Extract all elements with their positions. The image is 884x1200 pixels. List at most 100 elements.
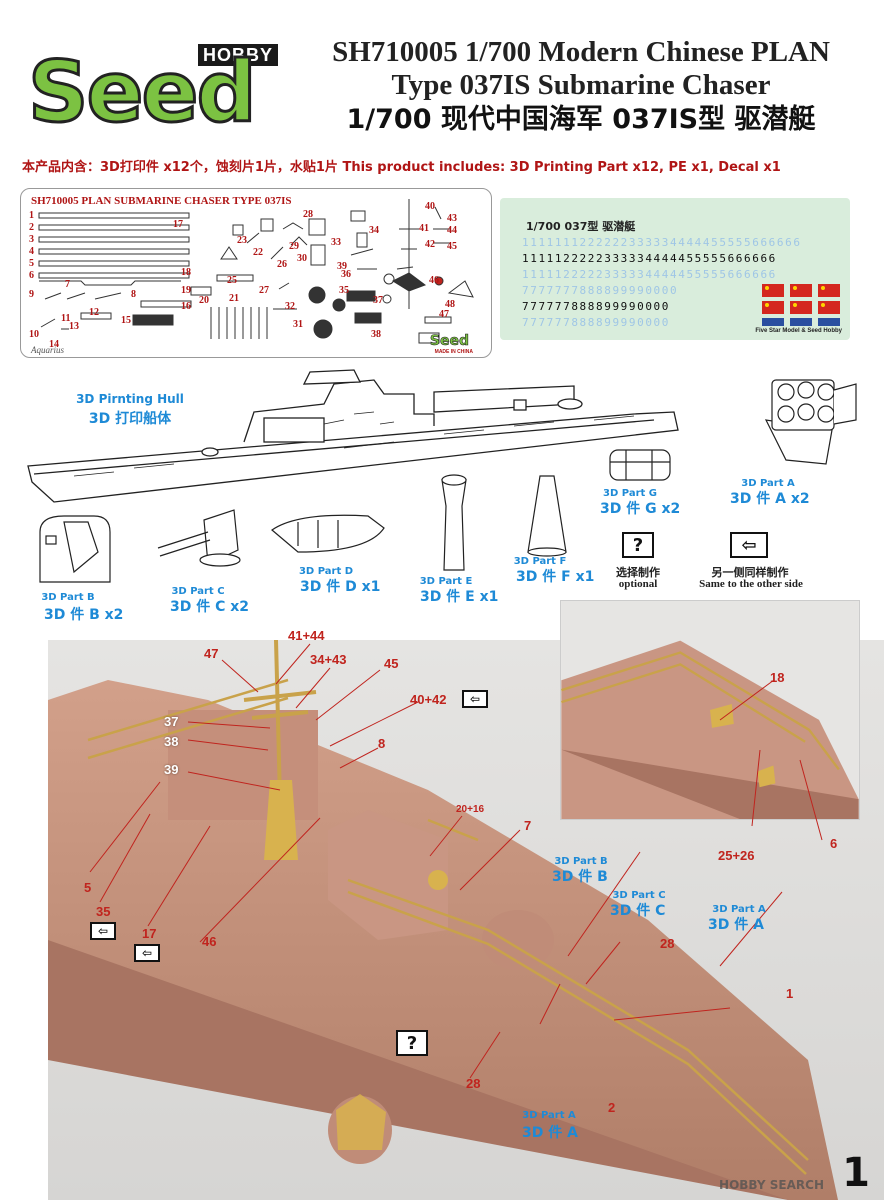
pe-number: 32: [285, 301, 295, 312]
part-f-count: x1: [575, 569, 595, 585]
callout-5: 5: [84, 880, 92, 895]
pe-number: 9: [29, 289, 34, 300]
part-f-label-en: 3D Part F: [513, 556, 567, 567]
photo-part-a2-zh: 3D 件 A: [522, 1125, 578, 1141]
optional-icon: ?: [396, 1030, 428, 1056]
decal-sheet: 1/700 037型 驱潜艇 1111111222222333334444455…: [500, 198, 850, 340]
hull-label-zh: 3D 打印船体: [88, 411, 172, 427]
logo-seed-wordmark: Seed: [27, 43, 259, 141]
part-b-drawing: [39, 515, 111, 583]
part-d-label-en: 3D Part D: [298, 566, 354, 577]
photo-part-a-zh: 3D 件 A: [708, 917, 764, 933]
pe-number: 43: [447, 213, 457, 224]
photo-part-a-en: 3D Part A: [712, 904, 766, 915]
part-c-count: x2: [230, 599, 250, 615]
pe-number: 41: [419, 223, 429, 234]
pe-number: 14: [49, 339, 59, 350]
part-b-label-zh: 3D 件 B x2: [44, 604, 123, 624]
pe-number: 3: [29, 234, 34, 245]
callout-28: 28: [466, 1076, 481, 1091]
pe-number: 28: [303, 209, 313, 220]
callout-38: 38: [164, 734, 179, 749]
callout-45: 45: [384, 656, 399, 671]
decal-row: 777777888899990000: [522, 300, 671, 313]
part-b-zh-text: 3D 件 B: [44, 607, 100, 623]
part-a-zh-text: 3D 件 A: [730, 491, 786, 507]
pe-number: 42: [425, 239, 435, 250]
part-g-count: x2: [661, 501, 681, 517]
optional-label-zh: 选择制作: [616, 567, 660, 579]
pe-number: 17: [173, 219, 183, 230]
pe-number: 23: [237, 235, 247, 246]
hull-drawing: [27, 369, 679, 503]
part-e-label-zh: 3D 件 E x1: [420, 586, 498, 606]
other-side-icon: ⇦: [462, 690, 488, 708]
decal-title: 1/700 037型 驱潜艇: [526, 220, 636, 233]
callout-25-26: 25+26: [718, 848, 755, 863]
pe-number: 36: [341, 269, 351, 280]
product-title-zh: 1/700 现代中国海军 037IS型 驱潜艇: [346, 104, 816, 135]
part-c-zh-text: 3D 件 C: [170, 599, 226, 615]
seed-hobby-logo: HOBBY Seed: [27, 43, 288, 141]
photo-part-c-zh: 3D 件 C: [610, 903, 666, 919]
callout-8: 8: [378, 736, 386, 751]
decal-row: 1111122222333334444455555666666: [522, 268, 777, 281]
callout-40-42: 40+42: [410, 692, 447, 707]
photo-etch-sheet: SH710005 PLAN SUBMARINE CHASER TYPE 037I…: [20, 188, 492, 358]
decal-row: 1111122222333334444455555666666: [522, 252, 777, 265]
logo-hobby-tag: HOBBY: [198, 44, 278, 66]
pe-number: 12: [89, 307, 99, 318]
pe-number: 2: [29, 222, 34, 233]
callout-39: 39: [164, 762, 179, 777]
photo-part-b-zh: 3D 件 B: [552, 869, 608, 885]
part-d-drawing: [271, 514, 385, 553]
pe-parts-drawing: [38, 199, 474, 344]
pe-seed-logo: Seed: [429, 333, 470, 350]
pe-number: 34: [369, 225, 379, 236]
pe-number: 38: [371, 329, 381, 340]
pe-number: 35: [339, 285, 349, 296]
hobby-search-watermark: HOBBY SEARCH: [719, 1178, 824, 1192]
decal-row: 7777777888899990000: [522, 284, 679, 297]
part-b-label-en: 3D Part B: [41, 592, 95, 603]
optional-icon: ?: [622, 532, 654, 558]
pe-number: 30: [297, 253, 307, 264]
pe-made-in: MADE IN CHINA: [434, 349, 473, 355]
photo-part-c-en: 3D Part C: [612, 890, 666, 901]
other-side-label-en: Same to the other side: [699, 578, 803, 590]
callout-2: 2: [608, 1100, 616, 1115]
contents-line: 本产品内含：3D打印件 x12个，蚀刻片1片，水贴1片 This product…: [22, 160, 781, 175]
pe-number: 10: [29, 329, 39, 340]
part-c-label-en: 3D Part C: [171, 586, 225, 597]
pe-maker-label: Aquarius: [31, 345, 65, 355]
callout-28: 28: [660, 936, 675, 951]
pe-number: 6: [29, 270, 34, 281]
part-d-count: x1: [361, 579, 381, 595]
pe-sheet-title: SH710005 PLAN SUBMARINE CHASER TYPE 037I…: [31, 195, 292, 207]
part-b-count: x2: [104, 607, 124, 623]
part-g-zh-text: 3D 件 G: [600, 501, 657, 517]
part-e-count: x1: [479, 589, 499, 605]
decal-row: 777777888899990000: [522, 316, 671, 329]
pe-number: 22: [253, 247, 263, 258]
title-en-line1: SH710005 1/700 Modern Chinese PLAN: [332, 36, 830, 68]
pe-number: 8: [131, 289, 136, 300]
part-e-drawing: [441, 474, 467, 571]
part-f-zh-text: 3D 件 F: [516, 569, 571, 585]
pe-number: 31: [293, 319, 303, 330]
pe-number: 20: [199, 295, 209, 306]
photo-part-a2-en: 3D Part A: [522, 1110, 576, 1121]
pe-number: 5: [29, 258, 34, 269]
product-title-en: SH710005 1/700 Modern Chinese PLAN Type …: [296, 36, 866, 102]
pe-number: 25: [227, 275, 237, 286]
part-f-label-zh: 3D 件 F x1: [516, 566, 594, 586]
part-d-label-zh: 3D 件 D x1: [300, 576, 380, 596]
part-c-drawing: [157, 509, 241, 567]
pe-number: 4: [29, 246, 34, 257]
callout-47: 47: [204, 646, 219, 661]
pe-number: 39: [337, 261, 347, 272]
callout-37: 37: [164, 714, 179, 729]
optional-label-en: optional: [618, 578, 658, 590]
assembled-model-photo: [48, 640, 884, 1200]
part-d-zh-text: 3D 件 D: [300, 579, 357, 595]
